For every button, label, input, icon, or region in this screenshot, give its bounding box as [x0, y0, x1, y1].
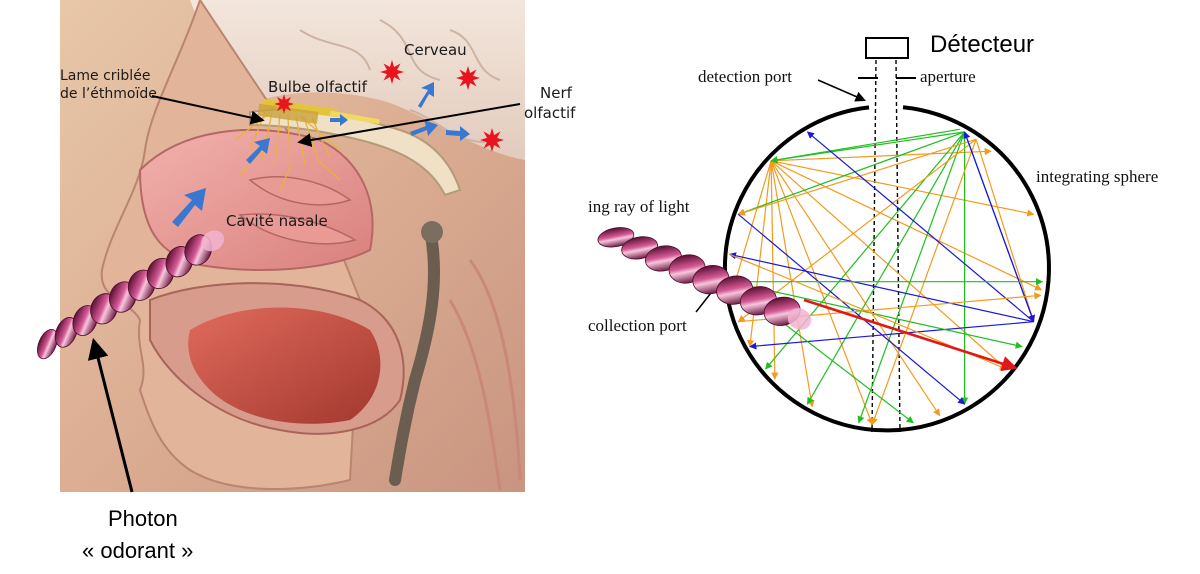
integrating-sphere-diagram: Détecteur detection port aperture integr… — [588, 31, 1158, 433]
label-olfactif: olfactif — [524, 104, 576, 122]
label-ethmoide: de l’éthmoïde — [60, 86, 157, 102]
light-ray — [806, 131, 1035, 323]
detector-channel-right — [895, 59, 901, 433]
light-ray — [963, 131, 1035, 322]
light-ray — [749, 321, 1034, 350]
photon-label-line2: « odorant » — [82, 538, 193, 563]
light-ray — [737, 131, 965, 216]
light-ray — [729, 281, 1023, 349]
photon-twist-right — [597, 227, 812, 330]
label-collection-port: collection port — [588, 316, 687, 335]
odorant-photon-left: Photon « odorant » — [37, 230, 225, 563]
light-ray — [857, 131, 966, 424]
label-detecteur: Détecteur — [930, 31, 1034, 58]
nasal-anatomy-illustration: Cerveau Lame criblée de l’éthmoïde Bulbe… — [60, 0, 576, 492]
light-ray — [770, 160, 1035, 217]
label-bulbe-olfactif: Bulbe olfactif — [268, 78, 368, 96]
brain-folds — [299, 19, 501, 143]
light-ray — [737, 138, 977, 323]
pharynx — [389, 224, 440, 486]
light-ray — [771, 147, 992, 162]
light-rays — [728, 128, 1044, 426]
tongue — [188, 307, 381, 424]
olfactory-bulb-extension — [329, 110, 380, 125]
label-integrating-sphere: integrating sphere — [1036, 167, 1158, 186]
photon-left-tip — [201, 230, 225, 252]
photon-left-segment — [54, 317, 78, 348]
light-ray — [747, 160, 772, 348]
light-ray — [737, 138, 977, 216]
label-cavite-nasale: Cavité nasale — [226, 212, 328, 230]
label-aperture: aperture — [920, 67, 976, 86]
neck-muscles — [448, 259, 522, 491]
pharynx-top — [421, 221, 443, 243]
light-ray — [806, 131, 966, 405]
label-nerf: Nerf — [540, 84, 573, 102]
detector-channel-left — [871, 59, 877, 433]
label-cerveau: Cerveau — [404, 41, 467, 59]
sphere-outline — [722, 105, 1051, 433]
light-ray — [770, 160, 941, 417]
activation-star — [274, 94, 294, 114]
photon-left-segment — [37, 329, 58, 360]
photon-right-segment — [597, 227, 635, 248]
incoming-red-ray — [803, 298, 1018, 372]
photon-pointer-left — [87, 337, 134, 493]
activation-star — [480, 128, 504, 152]
light-ray — [765, 131, 966, 370]
light-ray — [770, 131, 965, 164]
detection-port-pointer — [817, 79, 866, 102]
photon-twist-left — [37, 230, 225, 360]
photon-right-tip — [787, 308, 812, 330]
nerf-pointer — [297, 103, 521, 147]
label-ray-of-light: ing ray of light — [588, 197, 690, 216]
brain-region — [190, 0, 525, 160]
detector-box — [865, 37, 909, 59]
light-ray — [975, 139, 1036, 323]
cribriform-plate — [257, 103, 319, 124]
light-ray — [770, 160, 779, 380]
lame-pointer — [151, 95, 265, 125]
label-lame-criblee: Lame criblée — [60, 68, 150, 84]
light-ray — [728, 252, 1034, 323]
neuron-activation-stars — [274, 60, 504, 152]
light-ray — [770, 160, 1043, 291]
light-ray — [729, 160, 772, 296]
label-detection-port: detection port — [698, 67, 792, 86]
activation-star — [380, 60, 404, 84]
airflow-arrows — [172, 82, 470, 227]
photon-label-line1: Photon — [108, 506, 178, 531]
activation-star — [456, 66, 480, 90]
